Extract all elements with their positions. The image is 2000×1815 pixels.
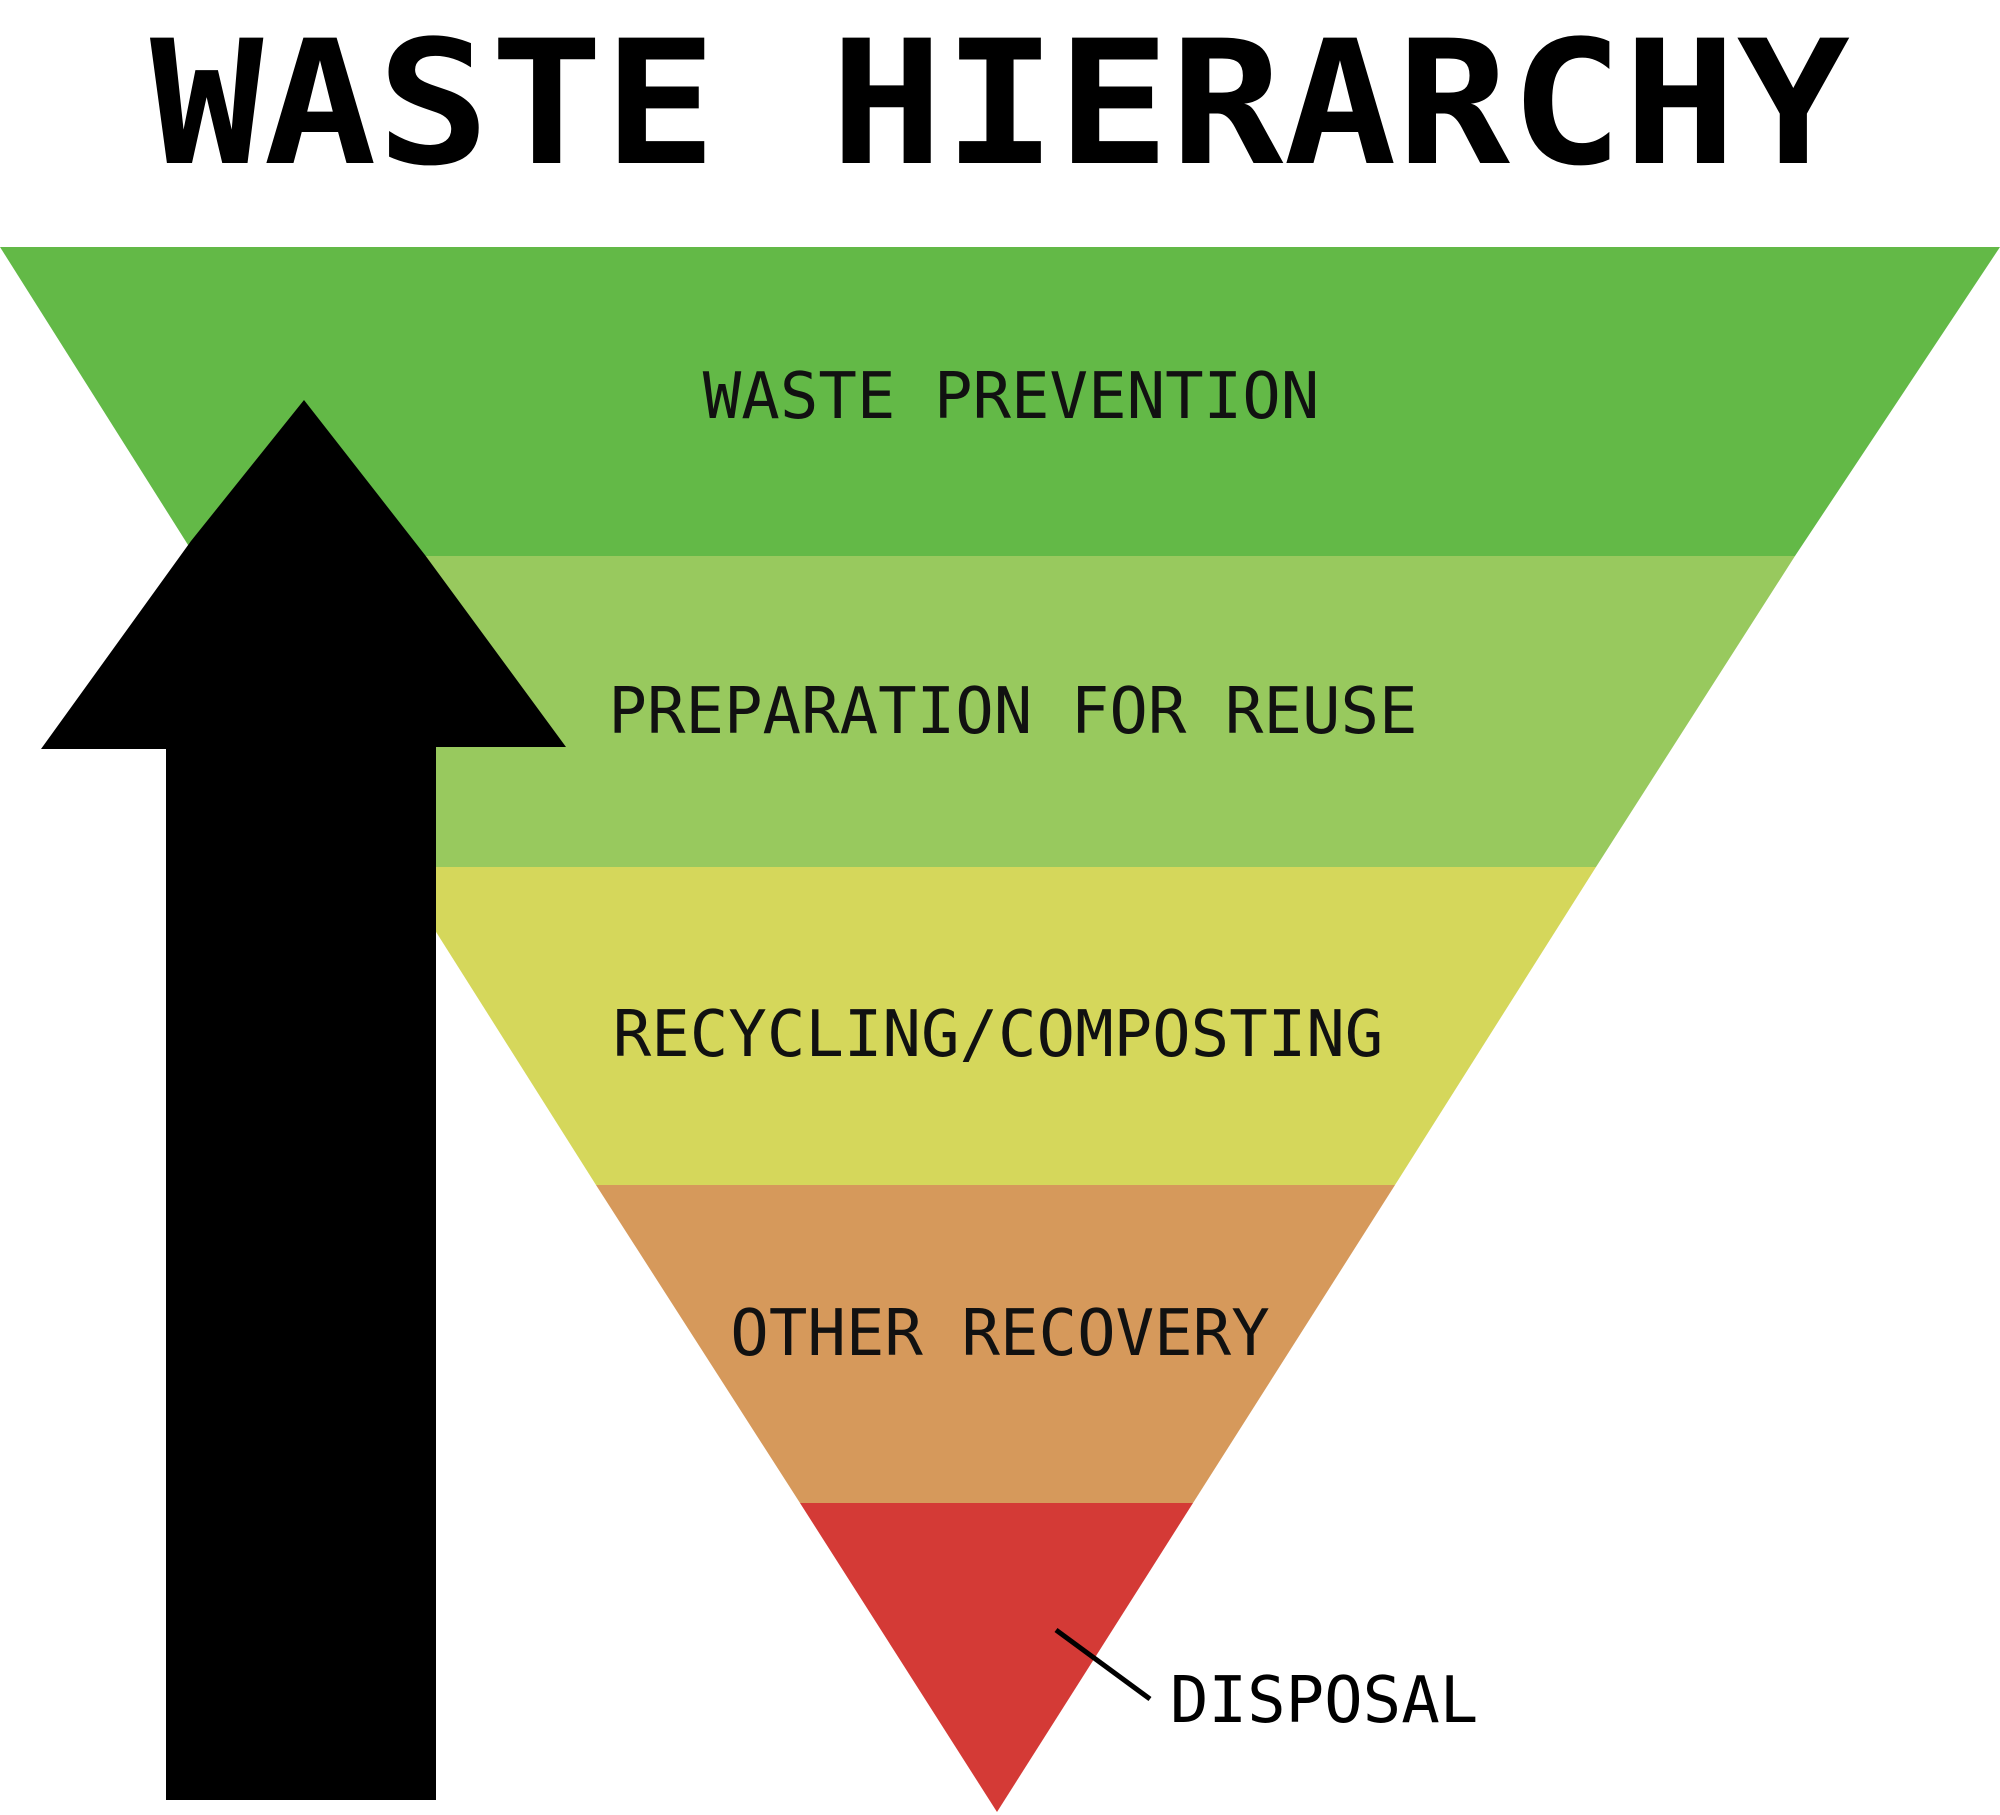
tier-preparation-for-reuse	[195, 556, 1795, 867]
tier-recycling-composting	[395, 867, 1596, 1185]
tier-waste-prevention	[0, 247, 2000, 556]
tier-label-preparation-for-reuse: PREPARATION FOR REUSE	[608, 675, 1417, 749]
arrow-up-icon	[41, 400, 566, 1800]
tier-disposal	[800, 1503, 1193, 1812]
tier-label-waste-prevention: WASTE PREVENTION	[703, 360, 1320, 434]
page-title: WASTE HIERARCHY	[150, 3, 1850, 204]
tier-label-disposal: DISPOSAL	[1170, 1664, 1478, 1738]
tier-label-recycling-composting: RECYCLING/COMPOSTING	[613, 998, 1384, 1072]
tier-other-recovery	[596, 1185, 1395, 1503]
disposal-leader-line	[1054, 1627, 1152, 1702]
tier-label-other-recovery: OTHER RECOVERY	[730, 1297, 1269, 1371]
